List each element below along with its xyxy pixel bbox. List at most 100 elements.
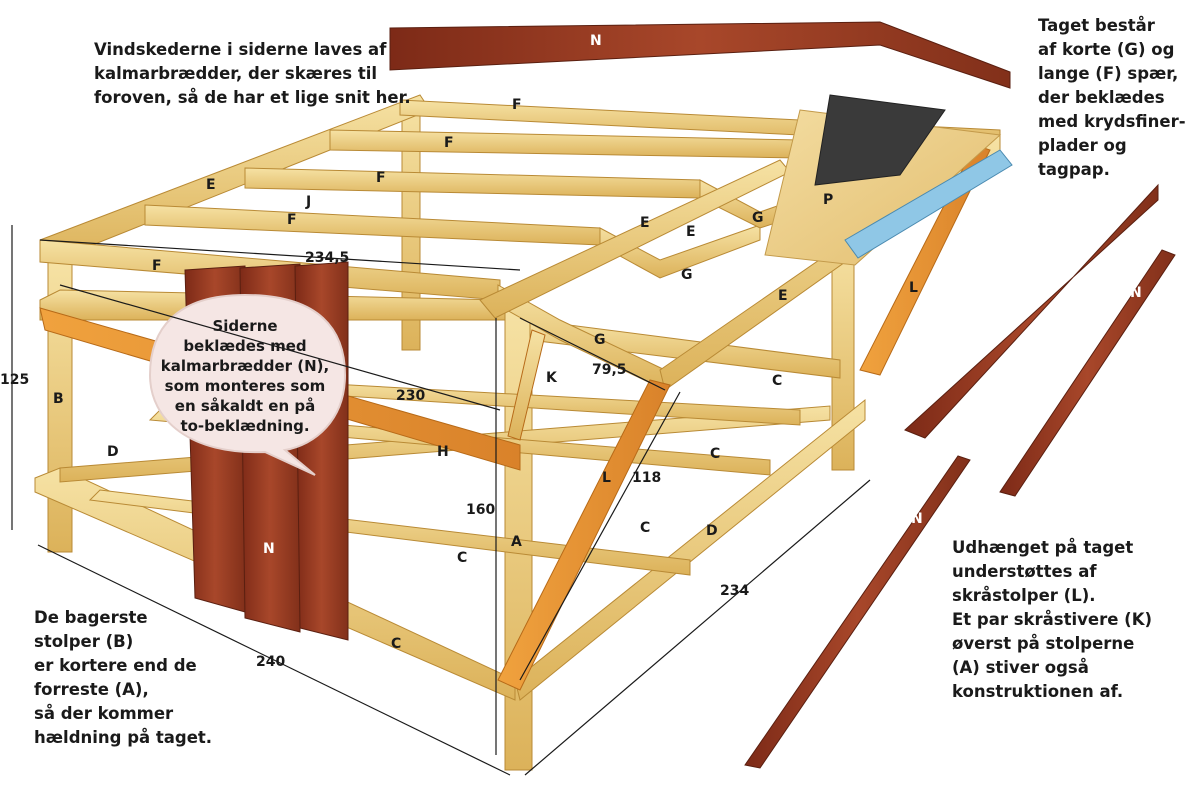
- strut-l-right: [859, 144, 991, 376]
- note-top-left-line: Vindskederne i siderne laves af: [94, 40, 387, 59]
- brace-k: [507, 329, 546, 441]
- label-e1: E: [206, 177, 216, 193]
- label-k: K: [546, 370, 558, 386]
- label-a: A: [511, 534, 522, 550]
- label-c3: C: [640, 520, 650, 536]
- bubble-line: to-beklædning.: [180, 417, 310, 435]
- dim-234: 234: [720, 583, 749, 599]
- dimension-labels: 234,5 230 125 160 79,5 118 234 240: [0, 250, 749, 670]
- label-e4: E: [778, 288, 788, 304]
- dim-240: 240: [256, 654, 285, 670]
- roofing-felt: [814, 94, 946, 186]
- rafter-f4: [144, 204, 601, 246]
- label-n-right-low: N: [911, 511, 923, 527]
- note-bottom-left-line: er kortere end de: [34, 656, 197, 675]
- roof-sheet: [764, 94, 1013, 266]
- bubble-text: Siderne beklædes med kalmarbrædder (N), …: [150, 316, 340, 436]
- label-g2: G: [681, 267, 693, 283]
- dim-line-234-5: [39, 239, 521, 271]
- note-top-right-line: lange (F) spær,: [1038, 64, 1179, 83]
- note-top-right: Taget består af korte (G) og lange (F) s…: [1038, 14, 1186, 182]
- note-bottom-right-line: Et par skråstivere (K): [952, 610, 1153, 629]
- label-g1: G: [752, 210, 764, 226]
- note-top-right-line: med krydsfiner-: [1038, 112, 1186, 131]
- rafter-f2: [329, 129, 801, 159]
- note-bottom-left-line: hældning på taget.: [34, 728, 213, 747]
- bubble-line: beklædes med: [183, 337, 307, 355]
- label-d2: D: [706, 523, 718, 539]
- bubble-shape: [148, 293, 347, 476]
- note-bottom-left-line: forreste (A),: [34, 680, 149, 699]
- note-bottom-left: De bagerste stolper (B) er kortere end d…: [34, 606, 212, 750]
- dim-160: 160: [466, 502, 495, 518]
- label-f4: F: [287, 212, 297, 228]
- note-top-right-line: Taget består: [1038, 16, 1155, 35]
- note-bottom-right-line: øverst på stolperne: [952, 634, 1135, 653]
- speech-bubble: [148, 293, 347, 476]
- note-bottom-right-line: (A) stiver også: [952, 658, 1089, 677]
- label-j: J: [305, 194, 311, 210]
- dim-125: 125: [0, 372, 29, 388]
- dim-79-5: 79,5: [592, 362, 627, 378]
- bubble-line: Siderne: [212, 317, 278, 335]
- flashing-strip: [844, 149, 1013, 259]
- note-bottom-left-line: De bagerste: [34, 608, 148, 627]
- label-e2: E: [640, 215, 650, 231]
- dim-line-234: [524, 479, 871, 776]
- note-bottom-right-line: understøttes af: [952, 562, 1097, 581]
- note-bottom-right-line: konstruktionen af.: [952, 682, 1124, 701]
- note-top-left-line: foroven, så de har et lige snit her.: [94, 88, 411, 107]
- board-n-right-long: [904, 183, 1159, 439]
- label-g3: G: [594, 332, 606, 348]
- note-bottom-right-line: Udhænget på taget: [952, 538, 1134, 557]
- rail-right: [529, 319, 841, 379]
- dim-line-118: [519, 391, 681, 681]
- board-n-right-short: [999, 249, 1176, 497]
- bubble-line: kalmarbrædder (N),: [160, 357, 330, 375]
- label-n-left: N: [263, 541, 275, 557]
- label-c4: C: [457, 550, 467, 566]
- sill-front: [514, 398, 866, 701]
- note-top-right-line: plader og: [1038, 136, 1127, 155]
- label-c2: C: [710, 446, 720, 462]
- label-d1: D: [107, 444, 119, 460]
- dim-234-5: 234,5: [305, 250, 349, 266]
- label-e3: E: [686, 224, 696, 240]
- bubble-line: som monteres som: [164, 377, 326, 395]
- label-f2: F: [444, 135, 454, 151]
- label-h: H: [437, 444, 449, 460]
- dimension-lines: [11, 225, 871, 776]
- label-f3: F: [376, 170, 386, 186]
- label-n-right-long: N: [1098, 253, 1110, 269]
- bubble-line: en såkaldt en på: [174, 397, 316, 415]
- label-p: P: [823, 192, 833, 208]
- rafter-f3: [244, 167, 701, 199]
- strut-l-front: [497, 379, 671, 691]
- dim-line-230: [59, 284, 501, 411]
- dim-230: 230: [396, 388, 425, 404]
- label-f5: F: [152, 258, 162, 274]
- label-b: B: [53, 391, 64, 407]
- note-top-left-line: kalmarbrædder, der skæres til: [94, 64, 378, 83]
- dim-line-79-5: [519, 317, 666, 391]
- label-f1: F: [512, 97, 522, 113]
- note-top-right-line: der beklædes: [1038, 88, 1165, 107]
- label-c1: C: [772, 373, 782, 389]
- part-labels: N F F F F F E E E E J G G G P L L K B A …: [53, 33, 1142, 652]
- label-n-top: N: [590, 33, 602, 49]
- label-l2: L: [602, 470, 611, 486]
- dim-line-240: [37, 544, 511, 776]
- label-l1: L: [909, 280, 918, 296]
- note-bottom-left-line: så der kommer: [34, 704, 174, 723]
- note-top-left: Vindskederne i siderne laves af kalmarbr…: [94, 38, 411, 110]
- note-bottom-right-line: skråstolper (L).: [952, 586, 1096, 605]
- note-top-right-line: tagpap.: [1038, 160, 1110, 179]
- note-top-right-line: af korte (G) og: [1038, 40, 1175, 59]
- board-n-top: [389, 21, 1011, 89]
- label-c5: C: [391, 636, 401, 652]
- dim-118: 118: [632, 470, 661, 486]
- label-n-right-short: N: [1130, 285, 1142, 301]
- note-bottom-right: Udhænget på taget understøttes af skråst…: [952, 536, 1152, 704]
- note-bottom-left-line: stolper (B): [34, 632, 134, 651]
